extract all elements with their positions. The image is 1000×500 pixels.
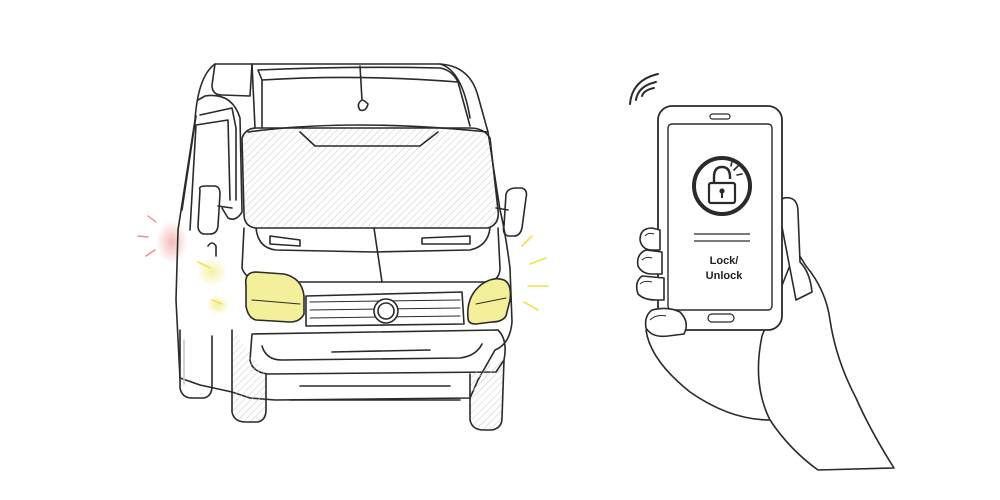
van-body-outline [175, 63, 513, 401]
left-mirror [197, 185, 221, 235]
right-front-wheel [469, 359, 505, 431]
windshield [241, 127, 500, 229]
grille [305, 291, 465, 327]
lock-label-line2: Unlock [705, 270, 743, 282]
tail-light-rays [137, 215, 157, 257]
hand-illustration [757, 196, 895, 471]
side-light-glow [196, 258, 228, 286]
side-light-glow-lower [206, 295, 230, 315]
lock-unlock-label[interactable]: Lock/ Unlock [672, 254, 776, 284]
phone-device [657, 105, 783, 331]
antenna [357, 65, 369, 112]
van-illustration [137, 63, 549, 431]
left-headlight [244, 271, 305, 323]
left-front-wheel [231, 329, 267, 423]
bumper [249, 329, 506, 375]
headlight-rays [197, 235, 549, 311]
screen-dividers [694, 233, 750, 242]
hood [241, 227, 501, 283]
right-mirror [502, 187, 528, 237]
padlock-icon [692, 156, 752, 216]
left-rear-wheel [179, 329, 213, 399]
fingers [635, 227, 771, 421]
wireless-signal-icon [629, 73, 659, 105]
lock-label-line1: Lock/ [709, 255, 739, 267]
tail-light-glow [156, 220, 188, 264]
finger-shading [639, 232, 667, 321]
